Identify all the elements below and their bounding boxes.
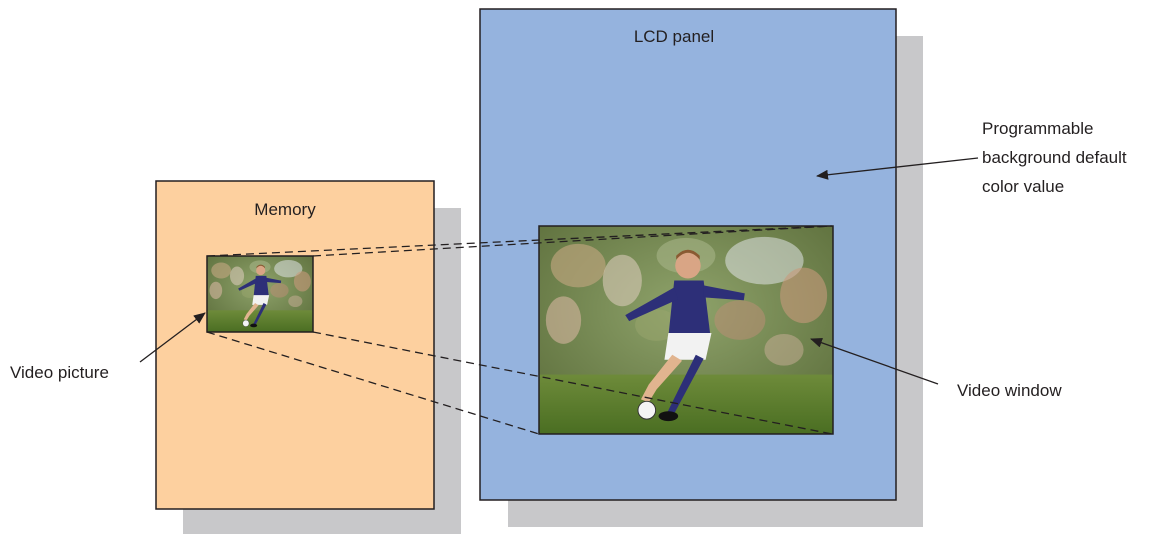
video-picture-image (206, 255, 314, 333)
video-window-image (538, 225, 834, 435)
background-color-arrow (816, 157, 979, 180)
programmable-label-line3: color value (982, 177, 1064, 196)
video-window-arrow (810, 337, 939, 385)
video-picture-label: Video picture (10, 363, 109, 382)
memory-label: Memory (254, 200, 316, 219)
projection-lines (206, 225, 833, 435)
video-picture-arrow (139, 312, 206, 363)
programmable-label-line2: background default (982, 148, 1127, 167)
video-window-label: Video window (957, 381, 1062, 400)
memory-block (155, 180, 435, 510)
lcd-panel-label: LCD panel (634, 27, 714, 46)
programmable-label-line1: Programmable (982, 119, 1094, 138)
